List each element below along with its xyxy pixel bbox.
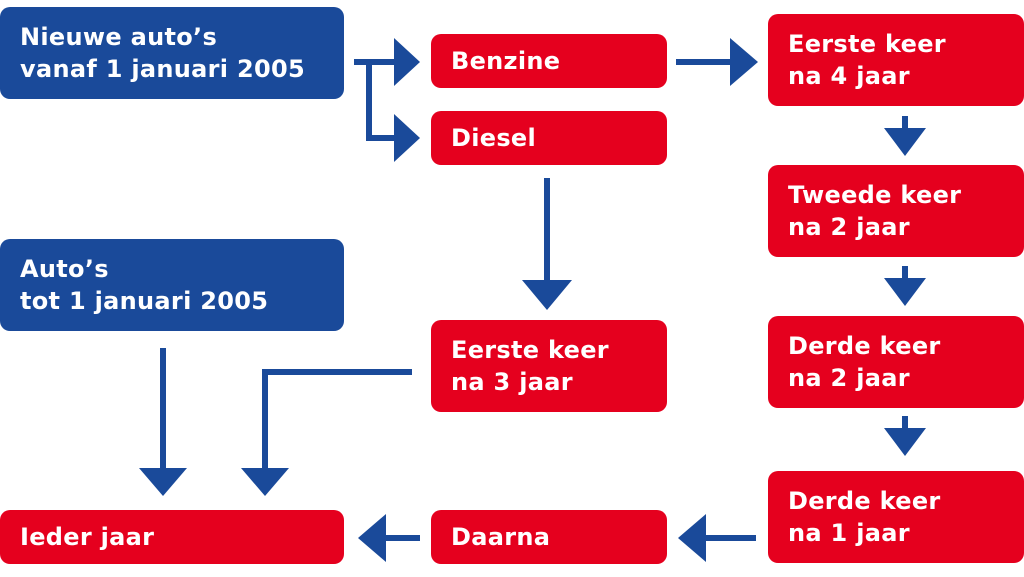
arrow-diesel-shaft xyxy=(544,178,550,284)
arrow-down-2 xyxy=(884,278,926,306)
node-benzine: Benzine xyxy=(431,34,667,88)
node-benzine-second-line2: na 2 jaar xyxy=(788,213,910,241)
arrow-to-benzine-head xyxy=(394,38,420,86)
node-every-year: Ieder jaar xyxy=(0,510,344,564)
node-every-year-label: Ieder jaar xyxy=(20,523,155,551)
node-benzine-first-line2: na 4 jaar xyxy=(788,62,910,90)
arrow-to-daarna-head xyxy=(678,514,706,562)
node-benzine-fourth-line1: Derde keer xyxy=(788,487,941,515)
node-diesel: Diesel xyxy=(431,111,667,165)
arrow-diesel-head xyxy=(522,280,572,310)
node-afterwards-label: Daarna xyxy=(451,523,551,551)
node-diesel-first: Eerste keer na 3 jaar xyxy=(431,320,667,412)
node-old-cars: Auto’s tot 1 januari 2005 xyxy=(0,239,344,331)
node-benzine-fourth: Derde keer na 1 jaar xyxy=(768,471,1024,563)
arrow-to-diesel-head xyxy=(394,114,420,162)
node-benzine-second-line1: Tweede keer xyxy=(788,181,962,209)
bracket-horizontal xyxy=(354,59,372,65)
node-diesel-first-line1: Eerste keer xyxy=(451,336,609,364)
node-old-cars-line2: tot 1 januari 2005 xyxy=(20,287,269,315)
arrow-d-first-vertical xyxy=(262,369,268,472)
node-new-cars-line1: Nieuwe auto’s xyxy=(20,23,218,51)
node-benzine-first-line1: Eerste keer xyxy=(788,30,946,58)
arrow-to-every-year-head xyxy=(358,514,386,562)
node-new-cars: Nieuwe auto’s vanaf 1 januari 2005 xyxy=(0,7,344,99)
arrow-down-3 xyxy=(884,428,926,456)
arrow-old-cars-shaft xyxy=(160,348,166,472)
node-diesel-first-line2: na 3 jaar xyxy=(451,368,573,396)
node-benzine-third: Derde keer na 2 jaar xyxy=(768,316,1024,408)
arrow-to-every-year-shaft xyxy=(380,535,420,541)
node-benzine-label: Benzine xyxy=(451,47,561,75)
arrow-benzine-head xyxy=(730,38,758,86)
arrow-to-diesel-shaft xyxy=(366,135,400,141)
node-diesel-label: Diesel xyxy=(451,124,537,152)
node-benzine-third-line2: na 2 jaar xyxy=(788,364,910,392)
node-benzine-fourth-line2: na 1 jaar xyxy=(788,519,910,547)
node-new-cars-line2: vanaf 1 januari 2005 xyxy=(20,55,305,83)
node-benzine-second: Tweede keer na 2 jaar xyxy=(768,165,1024,257)
arrow-d-first-head xyxy=(241,468,289,496)
arrow-to-daarna-shaft xyxy=(700,535,756,541)
node-old-cars-line1: Auto’s xyxy=(20,255,109,283)
arrow-d-first-horizontal xyxy=(262,369,412,375)
node-benzine-first: Eerste keer na 4 jaar xyxy=(768,14,1024,106)
node-afterwards: Daarna xyxy=(431,510,667,564)
arrow-old-cars-head xyxy=(139,468,187,496)
arrow-benzine-shaft xyxy=(676,59,736,65)
arrow-to-benzine-shaft xyxy=(366,59,400,65)
bracket-vertical xyxy=(366,59,372,141)
arrow-down-1 xyxy=(884,128,926,156)
node-benzine-third-line1: Derde keer xyxy=(788,332,941,360)
